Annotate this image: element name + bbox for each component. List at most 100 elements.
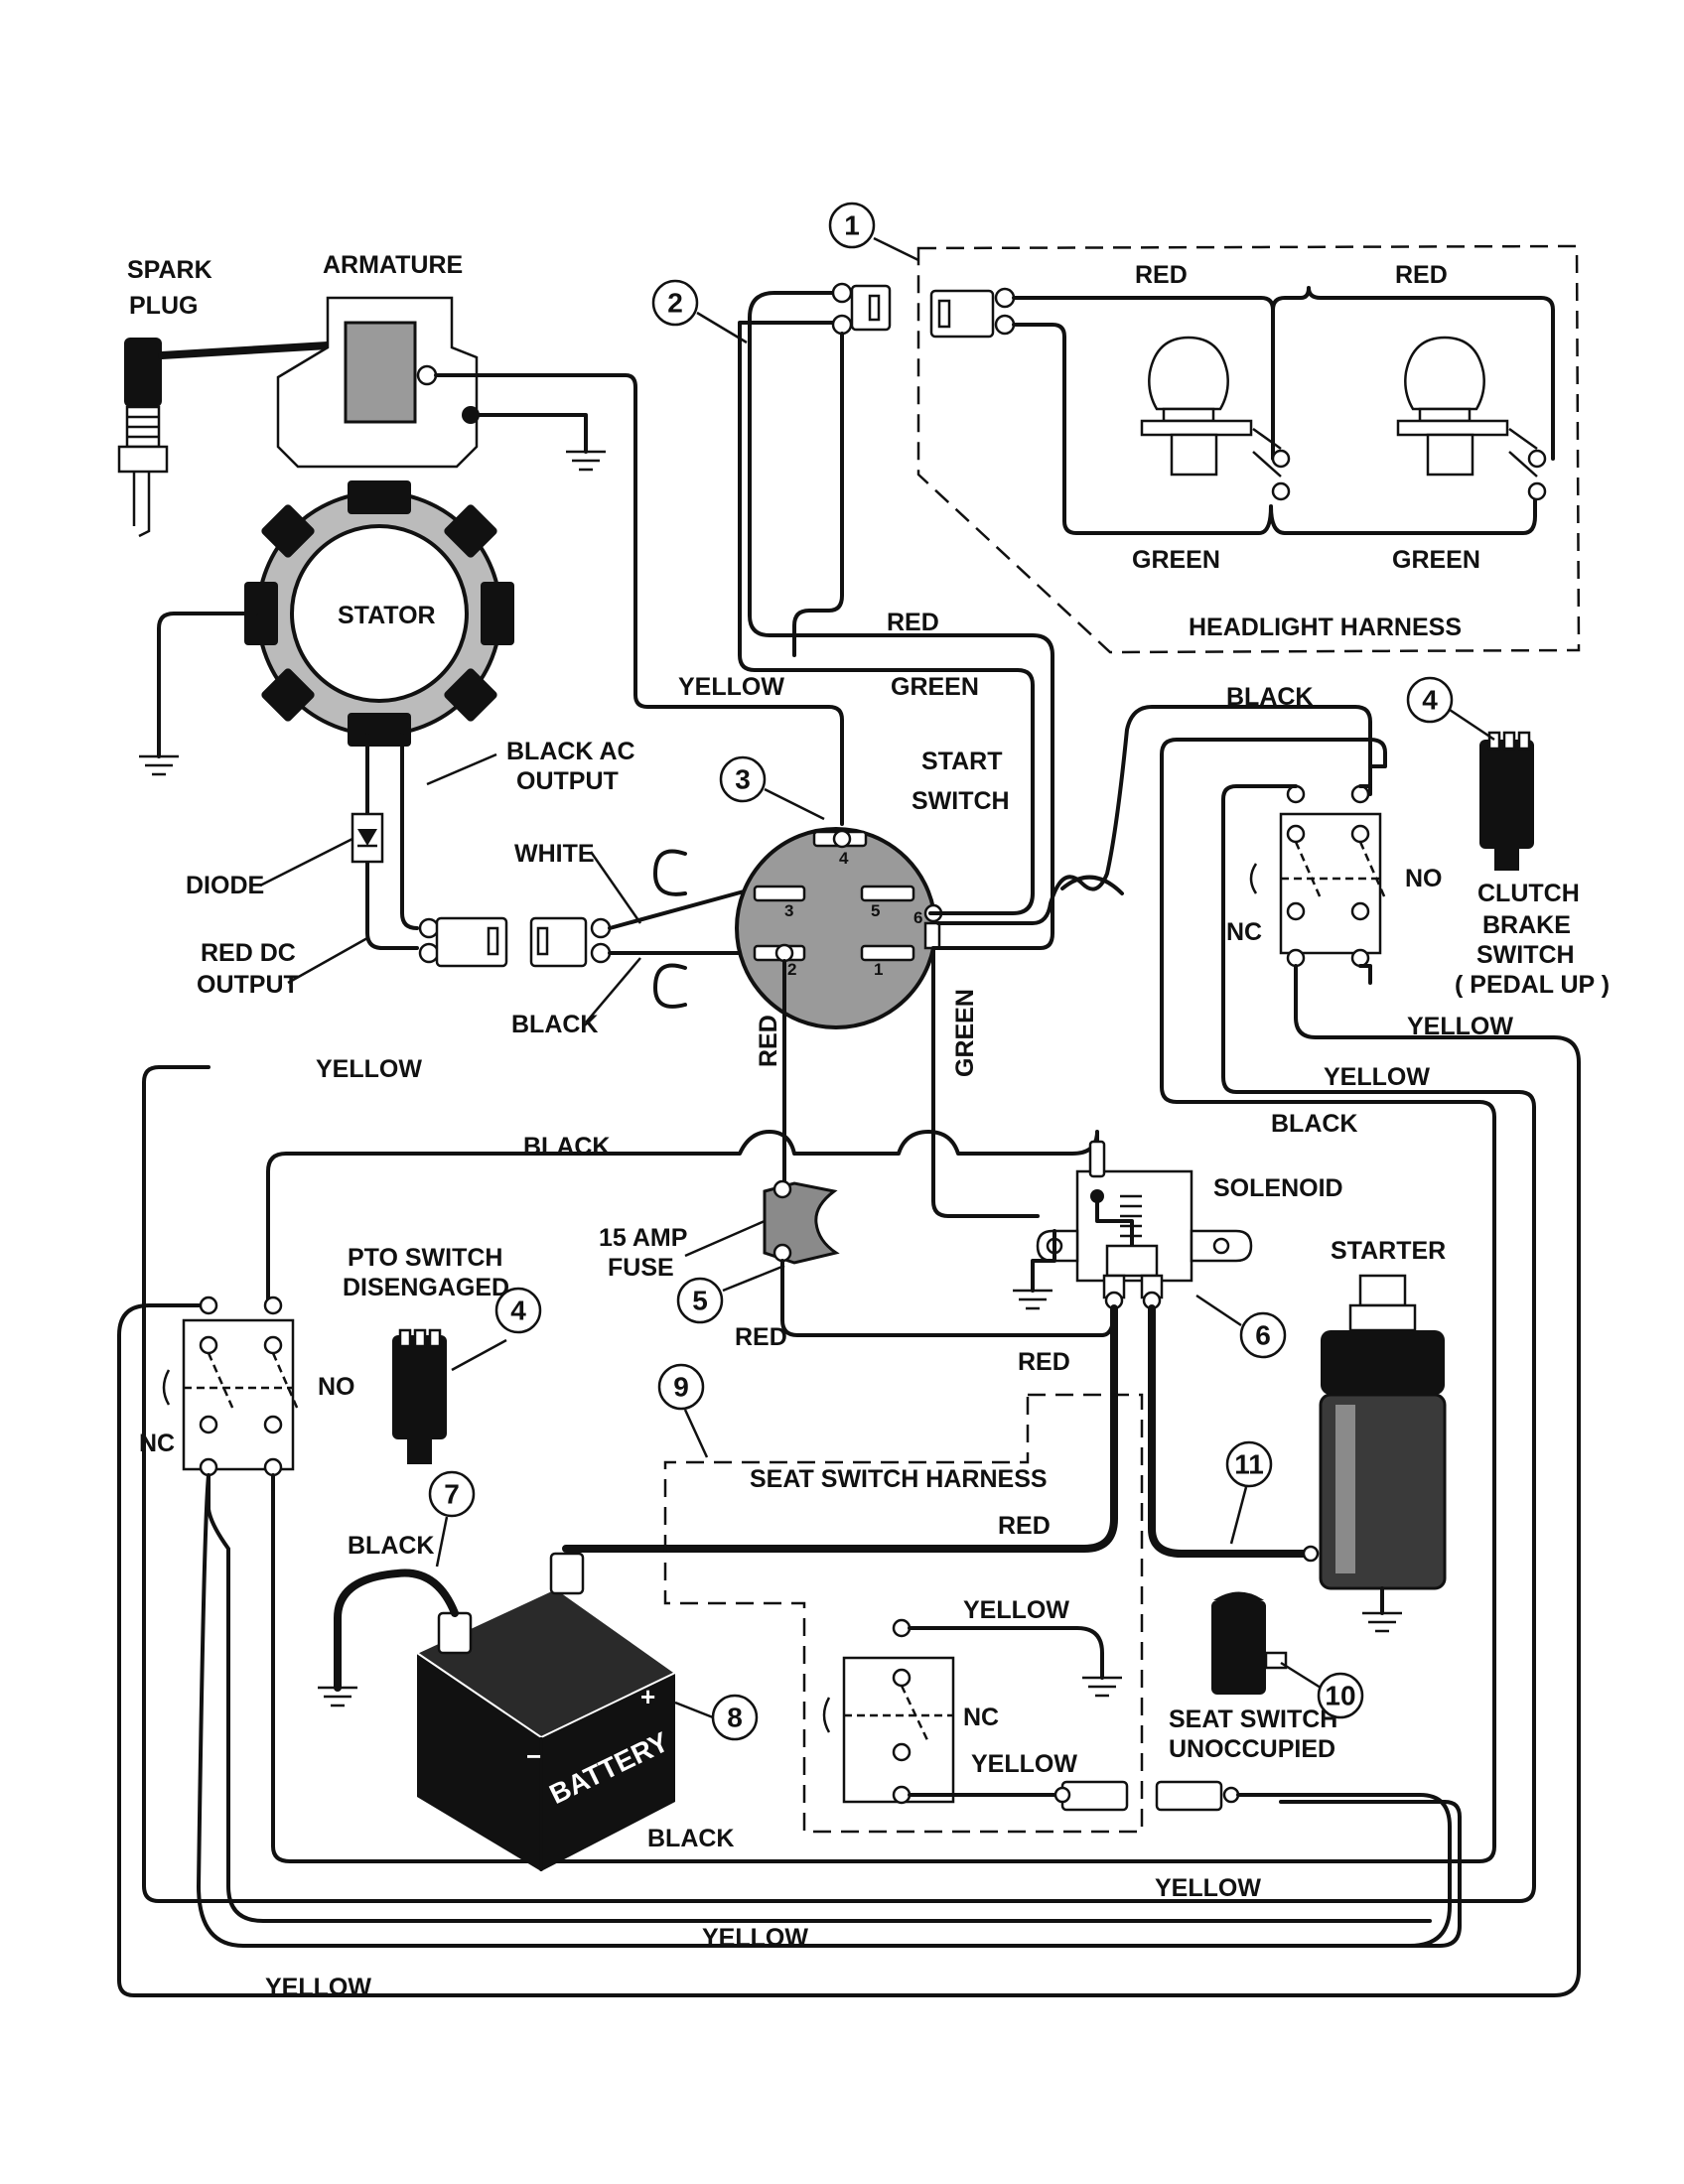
starter-cable [1148,1304,1310,1558]
svg-text:+: + [640,1682,655,1711]
black-ac-output-label-2: OUTPUT [516,767,619,795]
starter [1302,1274,1447,1633]
black-battery-label: BLACK [348,1532,435,1560]
black-clutch-wire [936,705,1372,925]
callout-5: 5 [692,1286,708,1316]
spark-plug-label-2: PLUG [129,292,198,320]
battery: BATTERY + − [318,1552,677,1871]
headlight-harness-boundary [916,244,1581,654]
red-dc-arrow [287,936,368,985]
callout-9: 9 [673,1372,689,1403]
red-dc-output-label-2: OUTPUT [197,971,299,999]
seat-nc-label: NC [963,1704,999,1731]
yellow-bottom-label-1: YELLOW [1155,1874,1261,1902]
red-dc-output-wire [365,733,419,950]
terminal-5-label: 5 [871,901,880,920]
clutch-label-1: CLUTCH [1477,880,1580,907]
yellow-seat-label-2: YELLOW [971,1750,1077,1778]
fuse-label-2: FUSE [608,1254,674,1282]
terminal-6-label: 6 [913,908,922,927]
yellow-right-label-2: YELLOW [1324,1063,1430,1091]
yellow-seat-label-1: YELLOW [963,1596,1069,1624]
seat-harness-boundary [663,1393,1144,1834]
callout-3: 3 [735,764,751,795]
fuse [763,1179,840,1265]
black-middle-wire [266,1130,1099,1307]
headlight-harness-label: HEADLIGHT HARNESS [1189,614,1462,641]
headlight-bulb-2 [1396,336,1547,501]
clutch-label-4: ( PEDAL UP ) [1455,971,1610,999]
fuse-arrow [684,1219,766,1258]
start-switch-label-2: SWITCH [912,787,1010,815]
clutch-switch-part [1479,731,1534,871]
yellow-bottom-label-3: YELLOW [265,1974,371,2001]
yellow-armature-label: YELLOW [678,673,784,701]
red-solenoid-label: RED [1018,1348,1070,1376]
red-headlight-label-2: RED [1395,261,1448,289]
pto-switch-part [392,1328,507,1464]
diode-arrow [259,837,353,887]
callout-4-clutch: 4 [1422,685,1438,716]
pto-label-1: PTO SWITCH [348,1244,502,1272]
terminal-4-label: 4 [839,849,849,868]
seat-switch-label-1: SEAT SWITCH [1169,1706,1337,1733]
clutch-label-2: BRAKE [1482,911,1571,939]
battery-positive-cable [562,1304,1118,1553]
green-vertical-label: GREEN [951,989,979,1077]
green-solenoid-wire [931,946,1040,1218]
black-ac-arrow [426,752,497,786]
diode-label: DIODE [186,872,264,899]
headlight-harness [916,244,1581,654]
start-switch-label-1: START [921,748,1002,775]
red-dc-output-label-1: RED DC [201,939,296,967]
starter-label: STARTER [1331,1237,1446,1265]
seat-switch-harness [663,1393,1144,1834]
callout-2: 2 [667,288,683,319]
armature-label: ARMATURE [323,251,463,279]
pto-switch [162,1296,1462,1948]
spark-plug [117,338,332,538]
seat-switch-connector [1155,1780,1452,1948]
red-vertical-label: RED [755,1015,782,1067]
callout-7: 7 [444,1479,460,1510]
seat-harness-label: SEAT SWITCH HARNESS [750,1465,1048,1493]
stator-label: STATOR [338,602,436,629]
yellow-left-label: YELLOW [316,1055,422,1083]
red-wire-label: RED [887,609,939,636]
terminal-1-label: 1 [874,960,883,979]
stator-connector [418,916,612,968]
red-fuse-label: RED [735,1323,787,1351]
black-middle-label: BLACK [523,1133,611,1160]
callout-4-pto: 4 [510,1296,526,1326]
black-right-label: BLACK [1271,1110,1358,1138]
fuse-label-1: 15 AMP [599,1224,687,1252]
green-headlight-wire [748,291,1054,950]
spark-plug-label-1: SPARK [127,256,212,284]
headlight-bulb-1 [1140,336,1291,501]
solenoid-label: SOLENOID [1213,1174,1343,1202]
callout-10: 10 [1325,1681,1355,1711]
stator [139,480,514,776]
seat-switch-label-2: UNOCCUPIED [1169,1735,1335,1763]
black-bottom-label: BLACK [647,1825,735,1852]
white-wire-label: WHITE [514,840,595,868]
callout-8: 8 [727,1703,743,1733]
white-arrow [589,851,642,924]
terminal-3-label: 3 [784,901,793,920]
clutch-brake-switch [117,784,1581,1997]
terminal-2-label: 2 [787,960,796,979]
clutch-no-label: NO [1405,865,1443,892]
clutch-nc-label: NC [1226,918,1262,946]
pto-no-label: NO [318,1373,355,1401]
switch-connector [831,282,892,336]
clutch-label-3: SWITCH [1476,941,1575,969]
red-battery-label: RED [998,1512,1051,1540]
start-switch: 4 3 5 6 2 1 [653,827,943,1029]
seat-switch-part [1211,1591,1288,1695]
yellow-bottom-label-2: YELLOW [702,1924,808,1952]
black-top-label: BLACK [1226,683,1314,711]
green-headlight-label-1: GREEN [1132,546,1220,574]
pto-nc-label: NC [139,1430,175,1457]
svg-text:−: − [526,1741,541,1771]
armature [276,296,844,826]
